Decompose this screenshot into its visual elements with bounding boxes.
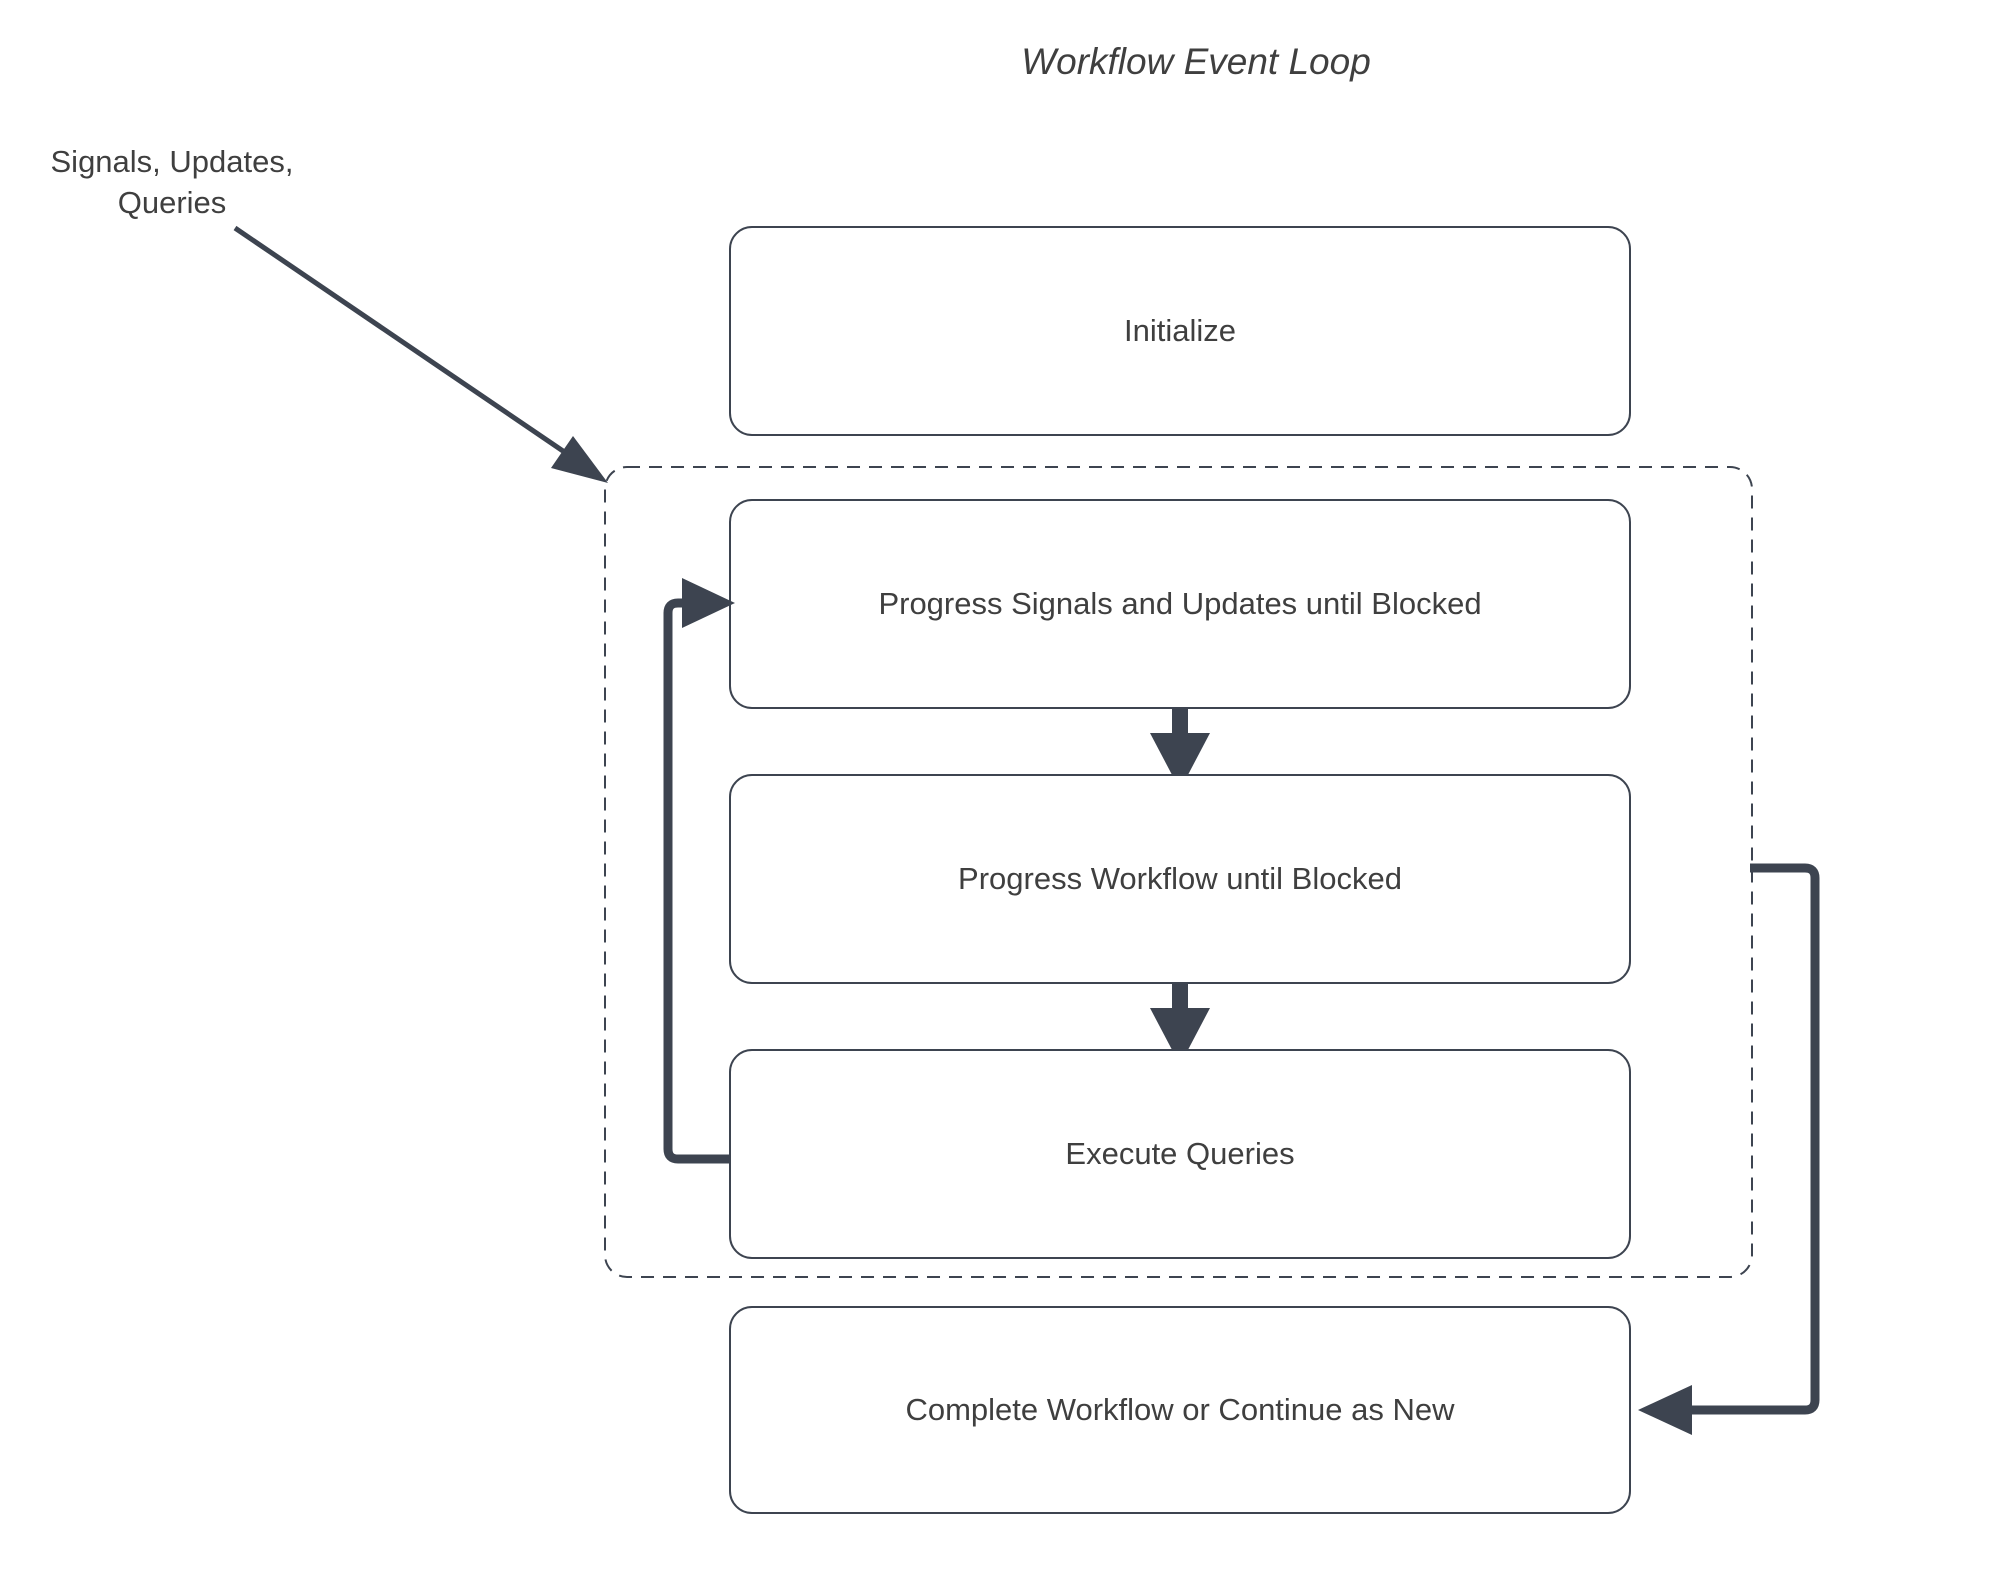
node-execute-queries[interactable]: Execute Queries	[729, 1049, 1631, 1259]
node-progress-workflow[interactable]: Progress Workflow until Blocked	[729, 774, 1631, 984]
external-input-label-line1: Signals, Updates,	[51, 144, 294, 179]
diagram-title: Workflow Event Loop	[1021, 41, 1371, 82]
arrow-signals-to-workflow	[1150, 708, 1210, 790]
node-initialize-box	[729, 226, 1631, 436]
node-progress-signals[interactable]: Progress Signals and Updates until Block…	[729, 499, 1631, 709]
node-initialize[interactable]: Initialize	[729, 226, 1631, 436]
arrow-workflow-to-queries	[1150, 983, 1210, 1065]
node-complete-workflow-label: Complete Workflow or Continue as New	[905, 1392, 1455, 1427]
node-execute-queries-label: Execute Queries	[1065, 1136, 1294, 1171]
node-execute-queries-box	[729, 1049, 1631, 1259]
loop-back-arrow-left	[663, 578, 735, 1164]
external-input-label-line2: Queries	[118, 185, 227, 220]
loop-arrow-right	[1638, 863, 1820, 1435]
node-progress-workflow-label: Progress Workflow until Blocked	[958, 861, 1402, 896]
node-complete-workflow-box	[729, 1306, 1631, 1514]
external-input-arrow	[233, 225, 608, 483]
node-complete-workflow[interactable]: Complete Workflow or Continue as New	[729, 1306, 1631, 1514]
node-progress-signals-label: Progress Signals and Updates until Block…	[878, 586, 1481, 621]
node-initialize-label: Initialize	[1124, 313, 1236, 348]
